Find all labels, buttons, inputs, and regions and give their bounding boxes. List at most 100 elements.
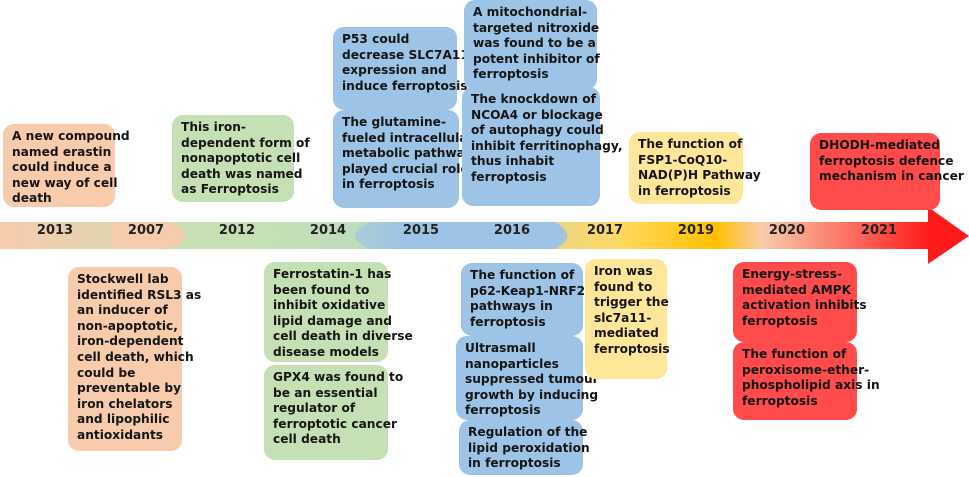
event-text-line: ferroptosis <box>470 314 546 329</box>
event-text-line: decrease SLC7A11 <box>342 47 469 62</box>
event-text-line: antioxidants <box>77 427 164 442</box>
event-text-line: death was named <box>181 166 303 181</box>
event-text-line: ferroptosis defence <box>819 153 954 168</box>
year-label: 2007 <box>127 223 165 238</box>
event-text-line: expression and <box>342 63 447 78</box>
event-text-line: named erastin <box>12 144 112 159</box>
event-text-line: regulator of <box>273 401 356 416</box>
year-label: 2013 <box>36 223 74 238</box>
event-text-line: targeted nitroxide <box>473 20 600 35</box>
event-text-line: The function of <box>742 347 847 361</box>
event-text-line: ferroptosis <box>742 313 818 328</box>
event-text-line: p62-Keap1-NRF2 <box>470 283 586 298</box>
event-text-line: in ferroptosis <box>468 456 561 471</box>
event-text-line: could be <box>77 365 136 380</box>
event-text-line: NCOA4 or blockage <box>471 107 603 122</box>
event-text-line: inhibit ferritinophagy, <box>471 138 623 153</box>
event-text-line: A mitochondrial- <box>473 5 588 19</box>
event-text-line: FSP1-CoQ10- <box>638 152 728 167</box>
event-text-line: ferroptosis <box>473 67 549 82</box>
event-text-line: The knockdown of <box>471 92 596 106</box>
event-text-line: growth by inducing <box>465 387 599 402</box>
band-segment-2017 <box>555 222 610 249</box>
event-text-line: new way of cell <box>12 175 118 190</box>
event-text-line: iron chelators <box>77 396 173 411</box>
event-text-line: Ferrostatin-1 has <box>273 267 392 281</box>
event-text-line: of autophagy could <box>471 123 604 138</box>
event-text-line: induce ferroptosis <box>342 78 468 93</box>
event-text-line: iron-dependent <box>77 334 184 349</box>
event-text-line: preventable by <box>77 381 182 396</box>
event-text-line: P53 could <box>342 32 410 46</box>
event-text-line: cell death in diverse <box>273 329 413 344</box>
event-text-line: nonapoptotic cell <box>181 151 301 166</box>
event-text-line: Iron was <box>594 264 653 278</box>
event-text-line: trigger the <box>594 295 669 310</box>
event-text-line: suppressed tumour <box>465 372 599 387</box>
event-text-line: peroxisome-ether- <box>742 362 870 377</box>
event-text-line: found to <box>594 279 653 294</box>
event-text-line: GPX4 was found to <box>273 370 404 384</box>
event-text-line: Ultrasmall <box>465 341 536 355</box>
band-segment-2007 <box>112 222 185 249</box>
event-text-line: and lipophilic <box>77 412 170 427</box>
event-text-line: non-apoptotic, <box>77 318 178 333</box>
event-text-line: be an essential <box>273 385 378 400</box>
event-text-line: mediated AMPK <box>742 282 852 297</box>
event-text-line: death <box>12 191 52 206</box>
event-text-line: The function of <box>470 268 575 282</box>
event-text-line: in ferroptosis <box>342 177 435 192</box>
event-text-line: metabolic pathway <box>342 146 473 161</box>
event-text-line: dependent form of <box>181 135 310 150</box>
event-text-line: lipid peroxidation <box>468 440 590 455</box>
event-text-line: lipid damage and <box>273 313 392 328</box>
event-text-line: ferroptosis <box>594 341 670 356</box>
event-text-line: in ferroptosis <box>638 183 731 198</box>
event-text-line: ferroptosis <box>465 403 541 418</box>
event-text-line: as Ferroptosis <box>181 182 279 197</box>
event-text-line: ferroptosis <box>471 169 547 184</box>
event-text-line: inhibit oxidative <box>273 298 386 313</box>
event-text-line: mechanism in cancer <box>819 169 964 184</box>
year-label: 2017 <box>586 223 624 238</box>
year-label: 2015 <box>402 223 440 238</box>
event-text-line: ferroptosis <box>742 393 818 408</box>
event-text-line: nanoparticles <box>465 356 559 371</box>
event-text-line: mediated <box>594 326 659 341</box>
event-text-line: ferroptotic cancer <box>273 416 397 431</box>
event-text-line: could induce a <box>12 160 112 175</box>
year-label: 2012 <box>218 223 256 238</box>
event-text-line: activation inhibits <box>742 298 867 313</box>
year-label: 2021 <box>860 223 898 238</box>
event-text-line: phospholipid axis in <box>742 378 880 393</box>
event-text-line: disease models <box>273 344 379 359</box>
event-text-line: This iron- <box>181 120 246 134</box>
event-text-line: potent inhibitor of <box>473 51 600 66</box>
year-label: 2014 <box>309 223 347 238</box>
event-text-line: The glutamine- <box>342 115 447 129</box>
event-text-line: NAD(P)H Pathway <box>638 168 761 183</box>
event-text-line: Energy-stress- <box>742 267 842 281</box>
event-text-line: cell death, which <box>77 349 194 364</box>
band-segment-2014 <box>270 222 370 249</box>
event-text-line: identified RSL3 as <box>77 287 202 302</box>
event-text-line: been found to <box>273 282 370 297</box>
band-segment-2012 <box>170 222 285 249</box>
event-text-line: an inducer of <box>77 303 168 318</box>
event-text-line: was found to be a <box>473 36 596 51</box>
event-text-line: slc7a11- <box>594 310 652 325</box>
